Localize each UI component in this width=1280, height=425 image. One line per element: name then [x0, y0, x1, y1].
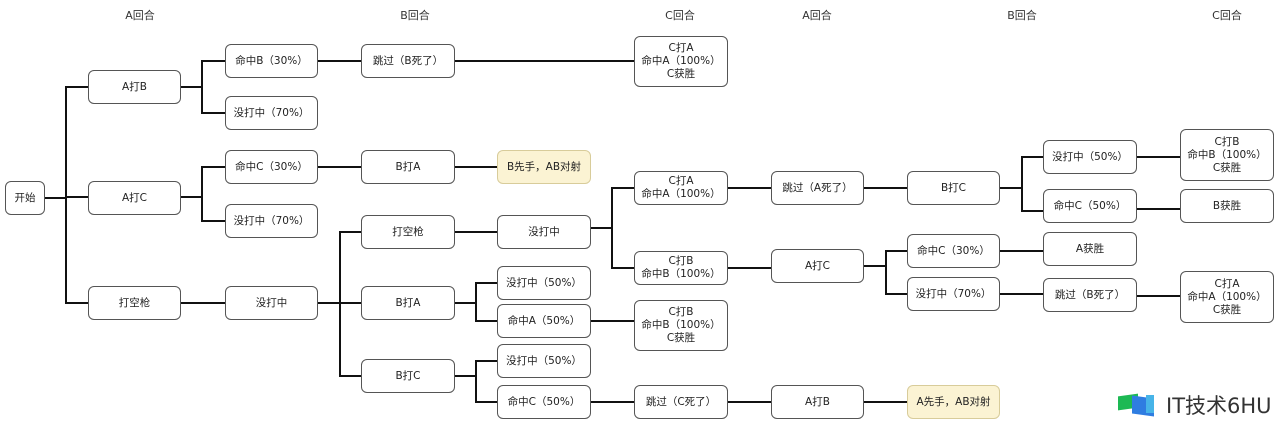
node-b-hit-a[interactable]: B打A [361, 286, 455, 320]
node-b-wins[interactable]: B获胜 [1180, 189, 1274, 223]
round-header-a: A回合 [125, 9, 155, 22]
connector [475, 282, 497, 322]
node-b-hit-c-fail[interactable]: 没打中（50%） [497, 344, 591, 378]
round-header-b-2: B回合 [1007, 9, 1037, 22]
connector [1021, 156, 1043, 212]
node-b-hit-c[interactable]: B打C [361, 359, 455, 393]
node-c-hit-b-win-round2[interactable]: C打B 命中B（100%） C获胜 [1180, 129, 1274, 181]
node-c-hit-a[interactable]: C打A 命中A（100%） [634, 171, 728, 205]
node-c-hit-a-win-top[interactable]: C打A 命中A（100%） C获胜 [634, 36, 728, 87]
node-a-hit-c[interactable]: A打C [88, 181, 181, 215]
node-b-hit-a-fail[interactable]: 没打中（50%） [497, 266, 591, 300]
node-skip-b-dead-round2[interactable]: 跳过（B死了） [1043, 278, 1137, 312]
connector [201, 60, 225, 114]
node-a-hit-b[interactable]: A打B [88, 70, 181, 104]
node-a-hit-c-round2[interactable]: A打C [771, 249, 864, 283]
node-b-hit-c-round2[interactable]: B打C [907, 171, 1000, 205]
round-header-b: B回合 [400, 9, 430, 22]
node-c-hit-b-win[interactable]: C打B 命中B（100%） C获胜 [634, 300, 728, 351]
node-b-hit-a-success[interactable]: 命中A（50%） [497, 304, 591, 338]
node-c-hit-a-win-round2[interactable]: C打A 命中A（100%） C获胜 [1180, 271, 1274, 323]
node-start[interactable]: 开始 [5, 181, 45, 215]
round-header-a-2: A回合 [802, 9, 832, 22]
node-a-wins[interactable]: A获胜 [1043, 232, 1137, 266]
node-a-hit-c-round2-success[interactable]: 命中C（30%） [907, 234, 1000, 268]
watermark: IT技术6HU [1118, 390, 1272, 420]
node-c-hit-b[interactable]: C打B 命中B（100%） [634, 251, 728, 285]
node-b-hit-a-after-c-dead[interactable]: B打A [361, 150, 455, 184]
round-header-c-2: C回合 [1212, 9, 1242, 22]
connector [475, 360, 497, 403]
node-b-hit-c-success[interactable]: 命中C（50%） [497, 385, 591, 419]
node-a-hit-c-fail[interactable]: 没打中（70%） [225, 204, 318, 238]
node-a-hit-b-fail[interactable]: 没打中（70%） [225, 96, 318, 130]
connector [201, 166, 225, 222]
node-a-first-duel[interactable]: A先手，AB对射 [907, 385, 1000, 419]
node-b-first-duel[interactable]: B先手，AB对射 [497, 150, 591, 184]
node-b-shot-missed[interactable]: 没打中 [497, 215, 591, 249]
node-a-shot-missed[interactable]: 没打中 [225, 286, 318, 320]
node-a-hit-c-success[interactable]: 命中C（30%） [225, 150, 318, 184]
node-b-hit-c-round2-success[interactable]: 命中C（50%） [1043, 189, 1137, 223]
node-skip-c-dead[interactable]: 跳过（C死了） [634, 385, 728, 419]
node-skip-b-dead[interactable]: 跳过（B死了） [361, 44, 455, 78]
node-skip-a-dead[interactable]: 跳过（A死了） [771, 171, 864, 205]
node-a-hit-b-round2[interactable]: A打B [771, 385, 864, 419]
connector [65, 86, 88, 304]
node-b-hit-c-round2-fail[interactable]: 没打中（50%） [1043, 140, 1137, 174]
connector [611, 187, 634, 269]
node-a-miss-shot[interactable]: 打空枪 [88, 286, 181, 320]
node-a-hit-b-success[interactable]: 命中B（30%） [225, 44, 318, 78]
round-header-c: C回合 [665, 9, 695, 22]
connector [885, 250, 907, 295]
node-b-miss-shot[interactable]: 打空枪 [361, 215, 455, 249]
node-a-hit-c-round2-fail[interactable]: 没打中（70%） [907, 277, 1000, 311]
book-logo-icon [1118, 391, 1160, 419]
watermark-text: IT技术6HU [1166, 394, 1272, 418]
